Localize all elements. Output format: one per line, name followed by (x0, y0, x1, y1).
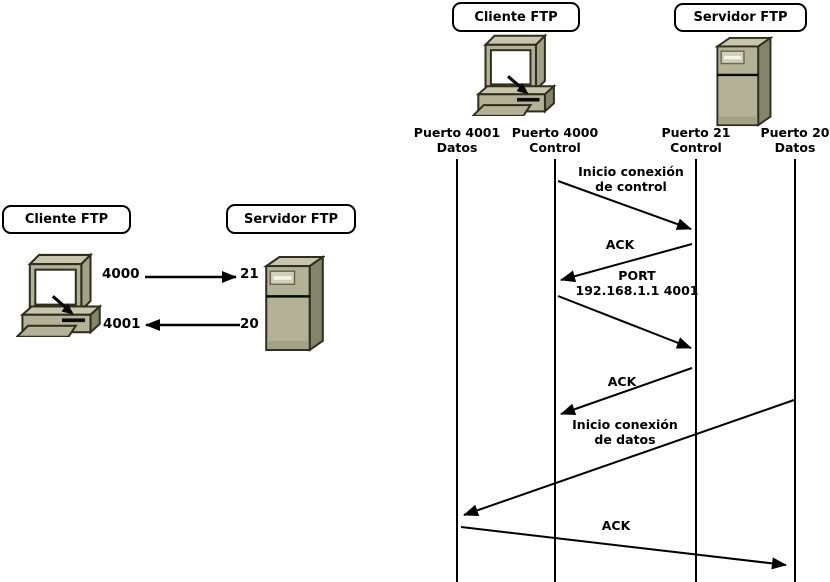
message-label-ack-2: ACK (607, 374, 637, 390)
desktop-computer-icon (16, 252, 103, 337)
lifeline-subtitle: Datos (774, 140, 816, 155)
server-tower-icon (262, 255, 325, 352)
cursor-arrow-icon (507, 75, 529, 95)
arrow-inicio-conexion-datos (463, 399, 795, 517)
arrow-ack-1 (560, 243, 693, 283)
message-line: ACK (601, 518, 631, 533)
lifeline-header-puerto-4001: Puerto 4001 Datos (414, 125, 500, 155)
lifeline-header-puerto-20: Puerto 20 Datos (760, 125, 829, 155)
arrow-inicio-conexion-control (557, 180, 692, 230)
left-port-20: 20 (240, 316, 259, 332)
message-label-inicio-datos: Inicio conexión de datos (572, 417, 678, 447)
cursor-arrow-icon (51, 295, 74, 315)
lifeline-title: Puerto 21 (661, 125, 731, 140)
lifeline-header-puerto-21: Puerto 21 Control (661, 125, 730, 155)
left-port-21: 21 (240, 266, 259, 282)
seq-server-label: Servidor FTP (693, 10, 788, 25)
lifeline-subtitle: Control (670, 140, 722, 155)
disk-slot (62, 318, 85, 323)
left-server-box: Servidor FTP (226, 204, 356, 234)
message-line: de control (595, 178, 667, 194)
seq-server-box: Servidor FTP (674, 3, 807, 32)
message-line: Inicio conexión (572, 417, 678, 432)
message-label-ack-3: ACK (601, 518, 631, 534)
left-client-label: Cliente FTP (24, 212, 109, 227)
server-tower-icon (714, 36, 773, 127)
lifeline-subtitle: Control (529, 140, 581, 155)
message-line: Inicio conexión (578, 164, 684, 179)
seq-client-box: Cliente FTP (452, 2, 580, 32)
left-port-4001: 4001 (103, 316, 141, 332)
message-label-port: PORT 192.168.1.1 4001 (575, 268, 699, 298)
message-line: PORT (618, 268, 656, 283)
desktop-computer-icon (472, 33, 557, 116)
left-server-label: Servidor FTP (244, 211, 338, 227)
lifeline-title: Puerto 20 (760, 125, 830, 140)
lifeline-title: Puerto 4001 (413, 125, 501, 140)
arrow-port-command (557, 295, 692, 349)
left-port-4000: 4000 (102, 266, 140, 282)
message-line: de datos (594, 431, 656, 447)
left-client-box: Cliente FTP (2, 205, 131, 234)
seq-client-label: Cliente FTP (474, 9, 558, 25)
arrow-ack-2 (560, 367, 693, 416)
message-line: ACK (607, 374, 637, 389)
arrow-ack-3 (460, 526, 787, 570)
lifeline-header-puerto-4000: Puerto 4000 Control (512, 125, 598, 155)
lifeline-title: Puerto 4000 (511, 125, 599, 140)
lifeline-subtitle: Datos (436, 140, 478, 155)
message-line: ACK (605, 237, 635, 252)
message-label-inicio-control: Inicio conexión de control (578, 164, 684, 194)
disk-slot (517, 97, 540, 102)
message-line: 192.168.1.1 4001 (575, 282, 699, 298)
message-label-ack-1: ACK (605, 237, 635, 253)
